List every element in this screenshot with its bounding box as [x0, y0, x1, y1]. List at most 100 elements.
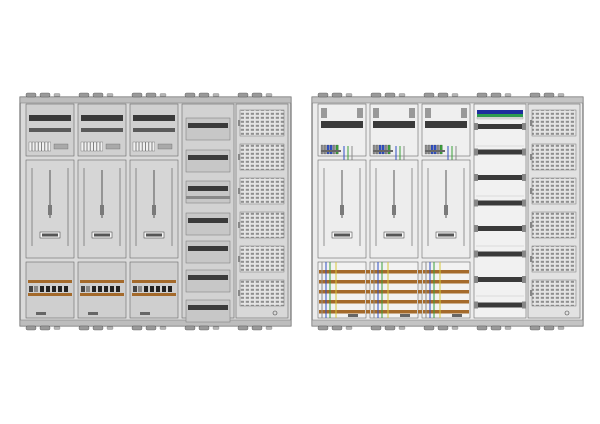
- terminal-block: [424, 144, 428, 155]
- bus-link: [366, 290, 370, 294]
- terminal-block: [433, 144, 437, 155]
- rail-bracket: [474, 199, 478, 207]
- top-mounting-rail: [19, 96, 292, 104]
- terminal-block: [132, 141, 136, 152]
- din-rail: [425, 121, 467, 128]
- cable-entry-small: [451, 326, 459, 330]
- terminal-block: [372, 144, 376, 155]
- cabinet-closed: [19, 92, 292, 331]
- cable-entry-small: [345, 93, 353, 97]
- terminal-rail: [423, 280, 469, 284]
- perforated-panel: [531, 109, 577, 137]
- terminal-rail: [319, 270, 365, 274]
- top-mounting-rail: [311, 96, 584, 104]
- cable-entry-nub: [131, 92, 143, 98]
- cable-entry-nub: [490, 92, 502, 98]
- terminal-block: [332, 144, 336, 155]
- busbar-pe: [477, 114, 523, 117]
- cover-strip: [185, 299, 231, 323]
- terminal-block: [93, 141, 97, 152]
- terminal-block: [38, 141, 42, 152]
- terminal-block: [84, 141, 87, 152]
- din-rail: [478, 251, 522, 257]
- busbar-n: [477, 110, 523, 114]
- cable-entry-small: [106, 93, 114, 97]
- cable-entry-small: [212, 326, 220, 330]
- din-rail: [478, 302, 522, 308]
- terminal: [144, 286, 148, 292]
- meter-field-column: [317, 103, 367, 319]
- bottom-cable-entries: [25, 325, 273, 331]
- cable-entry-nub: [145, 92, 157, 98]
- meter-field-column: [25, 103, 75, 319]
- cable-entry-nub: [317, 325, 329, 331]
- terminal-block: [96, 141, 100, 152]
- terminal-block: [375, 144, 379, 155]
- clamp: [461, 108, 467, 118]
- pull-section-field: [235, 103, 289, 319]
- terminal-rail: [423, 310, 469, 314]
- terminal-rail: [319, 310, 365, 314]
- cover-strip: [185, 240, 231, 264]
- cable-entry-nub: [131, 325, 143, 331]
- meter-fields: [317, 103, 471, 319]
- seal-screw: [140, 312, 150, 315]
- bus-link: [366, 280, 370, 284]
- top-cable-entries: [25, 92, 273, 98]
- terminal: [98, 286, 102, 292]
- meter-hook: [392, 205, 396, 215]
- bus-link: [366, 300, 370, 304]
- cable-entry-nub: [25, 92, 37, 98]
- rail-bracket: [522, 250, 526, 258]
- cable-entry-small: [53, 93, 61, 97]
- terminal: [92, 286, 96, 292]
- cable-entry-small: [212, 93, 220, 97]
- cable-entry-nub: [145, 325, 157, 331]
- terminal-block: [439, 144, 443, 155]
- clamp: [425, 108, 431, 118]
- label-strip: [81, 115, 123, 121]
- perforated-panel: [239, 245, 285, 273]
- cable-entry-small: [504, 326, 512, 330]
- cable-entry-nub: [543, 92, 555, 98]
- din-rail-opening: [188, 218, 228, 223]
- perforated-panel: [239, 109, 285, 137]
- seal-screw: [88, 312, 98, 315]
- terminal-bridge: [425, 150, 445, 152]
- din-rail: [478, 124, 522, 129]
- terminal-rail: [371, 280, 417, 284]
- perforated-panel: [531, 177, 577, 205]
- seal-screw: [452, 314, 462, 317]
- perforated-panel: [531, 211, 577, 239]
- cable-entry-small: [345, 326, 353, 330]
- terminal: [162, 286, 166, 292]
- terminal-block: [378, 144, 382, 155]
- perforated-panel: [531, 143, 577, 171]
- panel-clip: [530, 256, 532, 262]
- terminal: [116, 286, 120, 292]
- perforated-panel: [531, 279, 577, 307]
- cable-entry-nub: [198, 325, 210, 331]
- distribution-field: [181, 103, 235, 323]
- label-strip: [29, 115, 71, 121]
- terminal: [81, 286, 85, 292]
- cable-entry-nub: [437, 325, 449, 331]
- seal-screw: [348, 314, 358, 317]
- meter-label-text: [334, 233, 350, 237]
- terminal: [86, 286, 90, 292]
- cable-entry-nub: [237, 325, 249, 331]
- terminal-rail: [371, 270, 417, 274]
- terminal: [156, 286, 160, 292]
- cover-strip: [185, 149, 231, 173]
- rail-bracket: [522, 199, 526, 207]
- cable-entry-small: [398, 326, 406, 330]
- clamp: [357, 108, 363, 118]
- cable-entry-nub: [78, 92, 90, 98]
- meter-hook: [444, 205, 448, 215]
- terminal-block: [41, 141, 45, 152]
- terminal-block: [323, 144, 327, 155]
- cable-entry-small: [504, 93, 512, 97]
- terminal-block: [136, 141, 139, 152]
- terminal-row-cover: [28, 293, 72, 296]
- meter-fields: [25, 103, 179, 319]
